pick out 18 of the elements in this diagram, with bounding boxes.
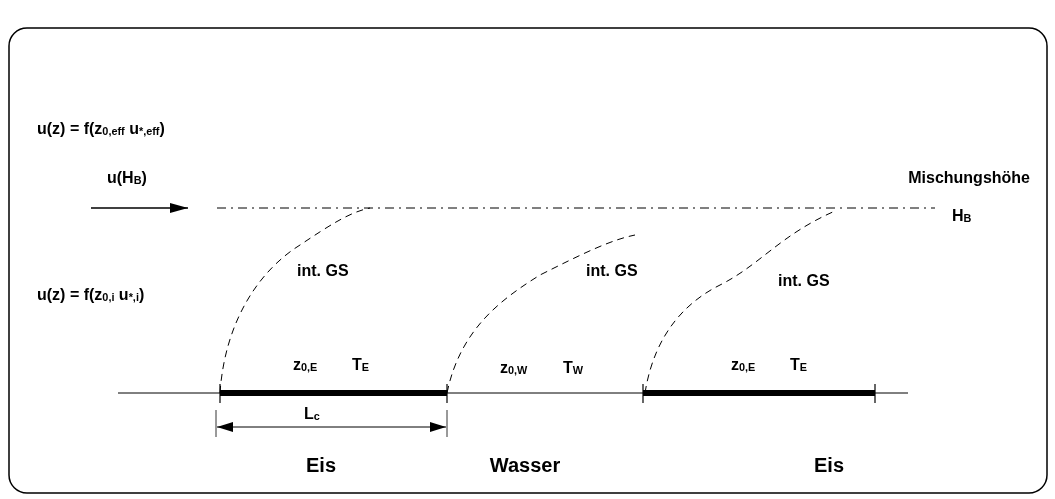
roughness-symbol: z$_{0,E}$	[731, 355, 756, 375]
height-symbol: H$_{B}$	[952, 206, 972, 226]
formula: u(z) = f(z$_{0,i}$ u$_{*,i}$)	[37, 285, 145, 305]
surface-label: Eis	[306, 453, 336, 477]
layer-label: int. GS	[297, 261, 349, 281]
temperature-symbol: T$_{E}$	[352, 355, 370, 375]
layer-label: int. GS	[586, 261, 638, 281]
surface-label: Eis	[814, 453, 844, 477]
roughness-symbol: z$_{0,W}$	[500, 358, 528, 378]
temperature-symbol: T$_{W}$	[563, 358, 584, 378]
wind-speed-label: u(H$_{B}$)	[107, 168, 147, 188]
roughness-symbol: z$_{0,E}$	[293, 355, 318, 375]
surface-label: Wasser	[489, 453, 561, 477]
layer-label: int. GS	[778, 271, 830, 291]
mixing-height-label: Mischungshöhe	[908, 168, 1030, 188]
formula: u(z) = f(z$_{0,eff}$ u$_{*,eff}$)	[37, 119, 165, 139]
length-symbol: L$_{c}$	[304, 404, 320, 424]
temperature-symbol: T$_{E}$	[790, 355, 808, 375]
